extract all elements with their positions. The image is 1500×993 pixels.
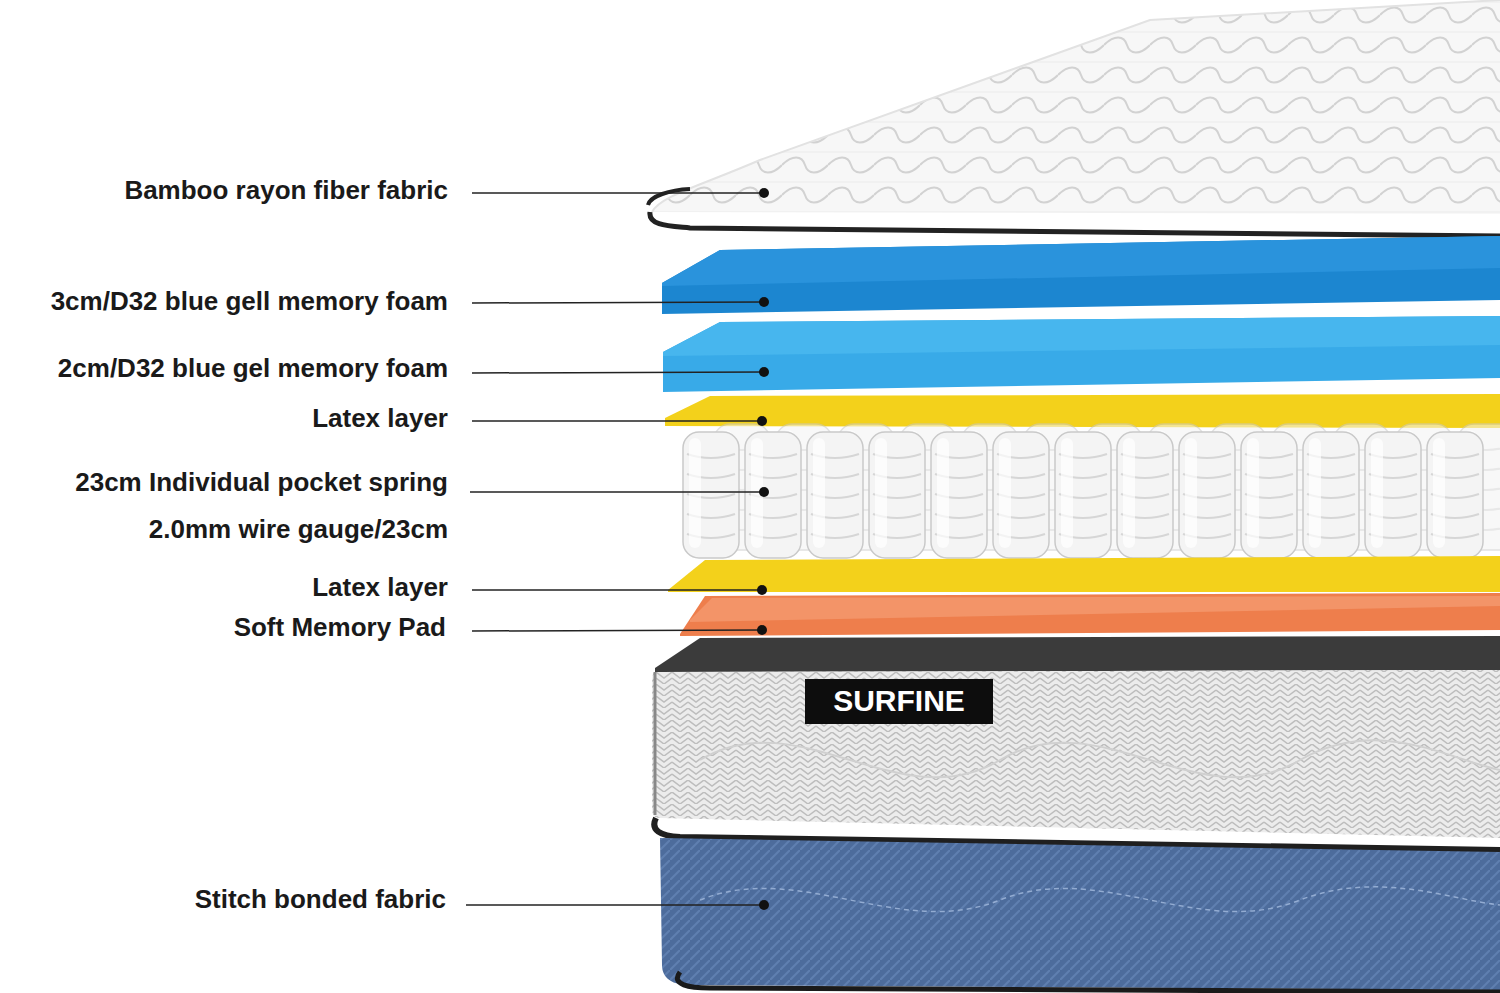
- layer-label: 23cm Individual pocket spring: [75, 468, 448, 498]
- layer-label: 2cm/D32 blue gel memory foam: [58, 354, 448, 384]
- layer-label: Bamboo rayon fiber fabric: [124, 176, 448, 206]
- leader-dots: [757, 188, 769, 910]
- layer-label: Latex layer: [312, 404, 448, 434]
- layer-label: 3cm/D32 blue gell memory foam: [51, 287, 448, 317]
- layer-label: Latex layer: [312, 573, 448, 603]
- layer-label: Soft Memory Pad: [234, 613, 446, 643]
- layer-label: Stitch bonded fabric: [195, 885, 446, 915]
- spec-label: 2.0mm wire gauge/23cm: [149, 515, 448, 545]
- leader-lines: [466, 193, 764, 905]
- brand-tag: SURFINE: [833, 684, 965, 719]
